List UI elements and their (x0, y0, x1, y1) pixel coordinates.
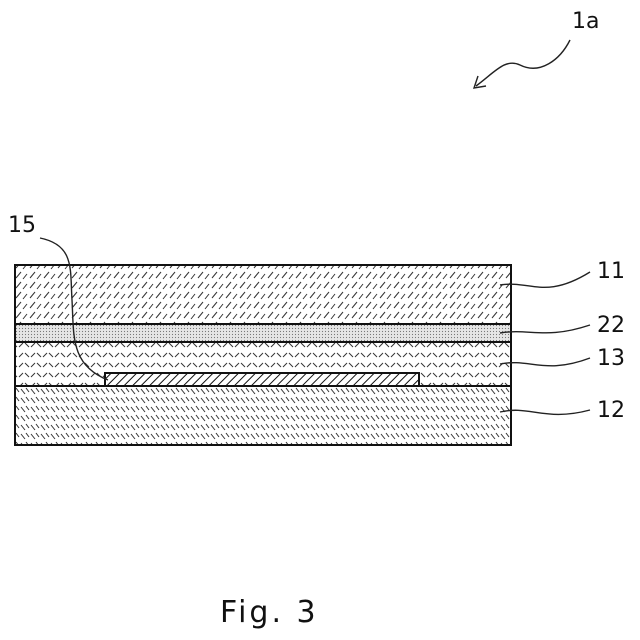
label-layer-13: 13 (597, 346, 625, 371)
layer-11 (15, 265, 511, 324)
element-15 (105, 373, 419, 386)
figure-caption: Fig. 3 (220, 595, 319, 630)
layer-12 (15, 386, 511, 445)
assembly-label: 1a (572, 9, 599, 34)
label-layer-11: 11 (597, 259, 625, 284)
leader-layer-11 (500, 272, 590, 287)
assembly-leader-arrow (476, 40, 570, 86)
assembly-arrow-head (474, 76, 486, 88)
layer-22 (15, 324, 511, 342)
label-layer-12: 12 (597, 398, 625, 423)
label-element-15: 15 (8, 213, 36, 238)
leader-layer-22 (500, 325, 590, 333)
leader-layer-13 (500, 358, 590, 366)
label-layer-22: 22 (597, 313, 625, 338)
leader-layer-12 (500, 410, 590, 414)
